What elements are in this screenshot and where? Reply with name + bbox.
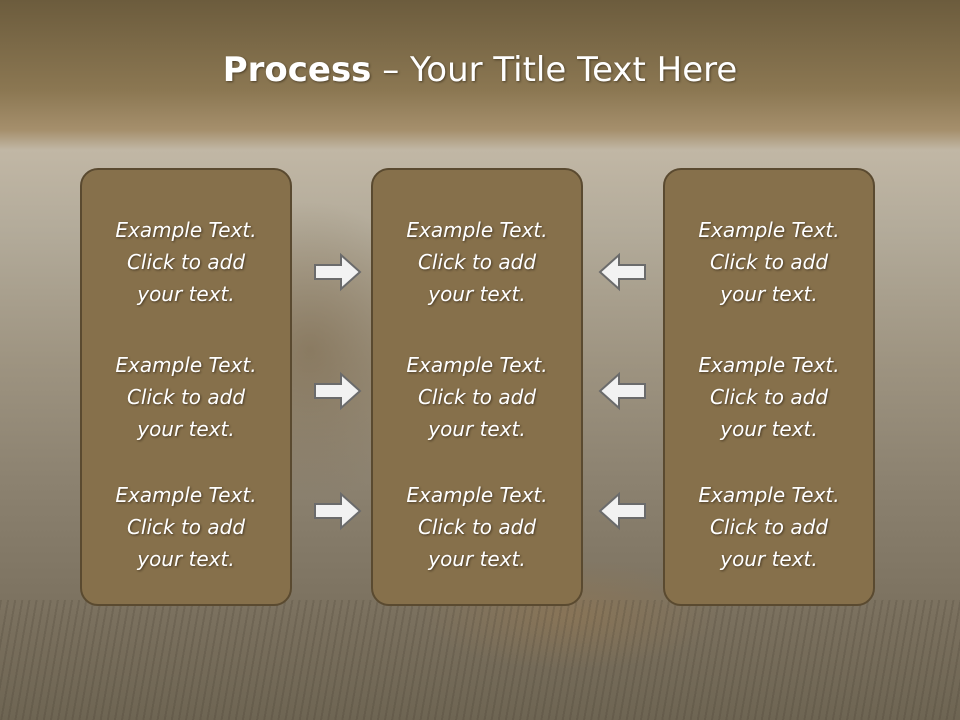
arrow-right-icon: [314, 491, 362, 531]
text-line: Example Text.: [406, 353, 548, 377]
text-item[interactable]: Example Text. Click to add your text.: [82, 479, 290, 575]
text-box-center[interactable]: Example Text. Click to add your text. Ex…: [371, 168, 583, 606]
text-box-left[interactable]: Example Text. Click to add your text. Ex…: [80, 168, 292, 606]
arrow-left-icon: [598, 371, 646, 411]
text-line: Click to add: [709, 385, 829, 409]
text-item[interactable]: Example Text. Click to add your text.: [665, 214, 873, 310]
text-item[interactable]: Example Text. Click to add your text.: [82, 349, 290, 445]
text-item[interactable]: Example Text. Click to add your text.: [373, 214, 581, 310]
text-line: Click to add: [126, 250, 246, 274]
text-line: Example Text.: [698, 483, 840, 507]
text-line: your text.: [720, 282, 818, 306]
arrow-left-icon: [598, 252, 646, 292]
text-line: Example Text.: [406, 218, 548, 242]
text-line: your text.: [137, 547, 235, 571]
text-item[interactable]: Example Text. Click to add your text.: [373, 479, 581, 575]
arrow-right-icon: [314, 371, 362, 411]
text-item[interactable]: Example Text. Click to add your text.: [665, 479, 873, 575]
text-line: Example Text.: [698, 353, 840, 377]
text-item[interactable]: Example Text. Click to add your text.: [665, 349, 873, 445]
text-line: your text.: [720, 417, 818, 441]
slide-title[interactable]: Process – Your Title Text Here: [0, 50, 960, 90]
text-line: Example Text.: [115, 218, 257, 242]
arrow-left-icon: [598, 491, 646, 531]
text-line: Click to add: [417, 515, 537, 539]
text-item[interactable]: Example Text. Click to add your text.: [82, 214, 290, 310]
background-grass: [0, 600, 960, 720]
arrow-right-icon: [314, 252, 362, 292]
text-item[interactable]: Example Text. Click to add your text.: [373, 349, 581, 445]
text-line: your text.: [137, 417, 235, 441]
text-line: Click to add: [709, 515, 829, 539]
text-line: your text.: [428, 547, 526, 571]
text-line: Example Text.: [698, 218, 840, 242]
text-line: your text.: [137, 282, 235, 306]
text-line: your text.: [720, 547, 818, 571]
text-line: Example Text.: [406, 483, 548, 507]
text-line: Click to add: [417, 250, 537, 274]
text-line: your text.: [428, 417, 526, 441]
text-line: Example Text.: [115, 353, 257, 377]
title-rest: – Your Title Text Here: [371, 50, 738, 90]
text-line: Example Text.: [115, 483, 257, 507]
text-line: Click to add: [126, 385, 246, 409]
text-line: Click to add: [417, 385, 537, 409]
text-box-right[interactable]: Example Text. Click to add your text. Ex…: [663, 168, 875, 606]
text-line: Click to add: [709, 250, 829, 274]
text-line: your text.: [428, 282, 526, 306]
title-bold: Process: [222, 50, 372, 90]
text-line: Click to add: [126, 515, 246, 539]
